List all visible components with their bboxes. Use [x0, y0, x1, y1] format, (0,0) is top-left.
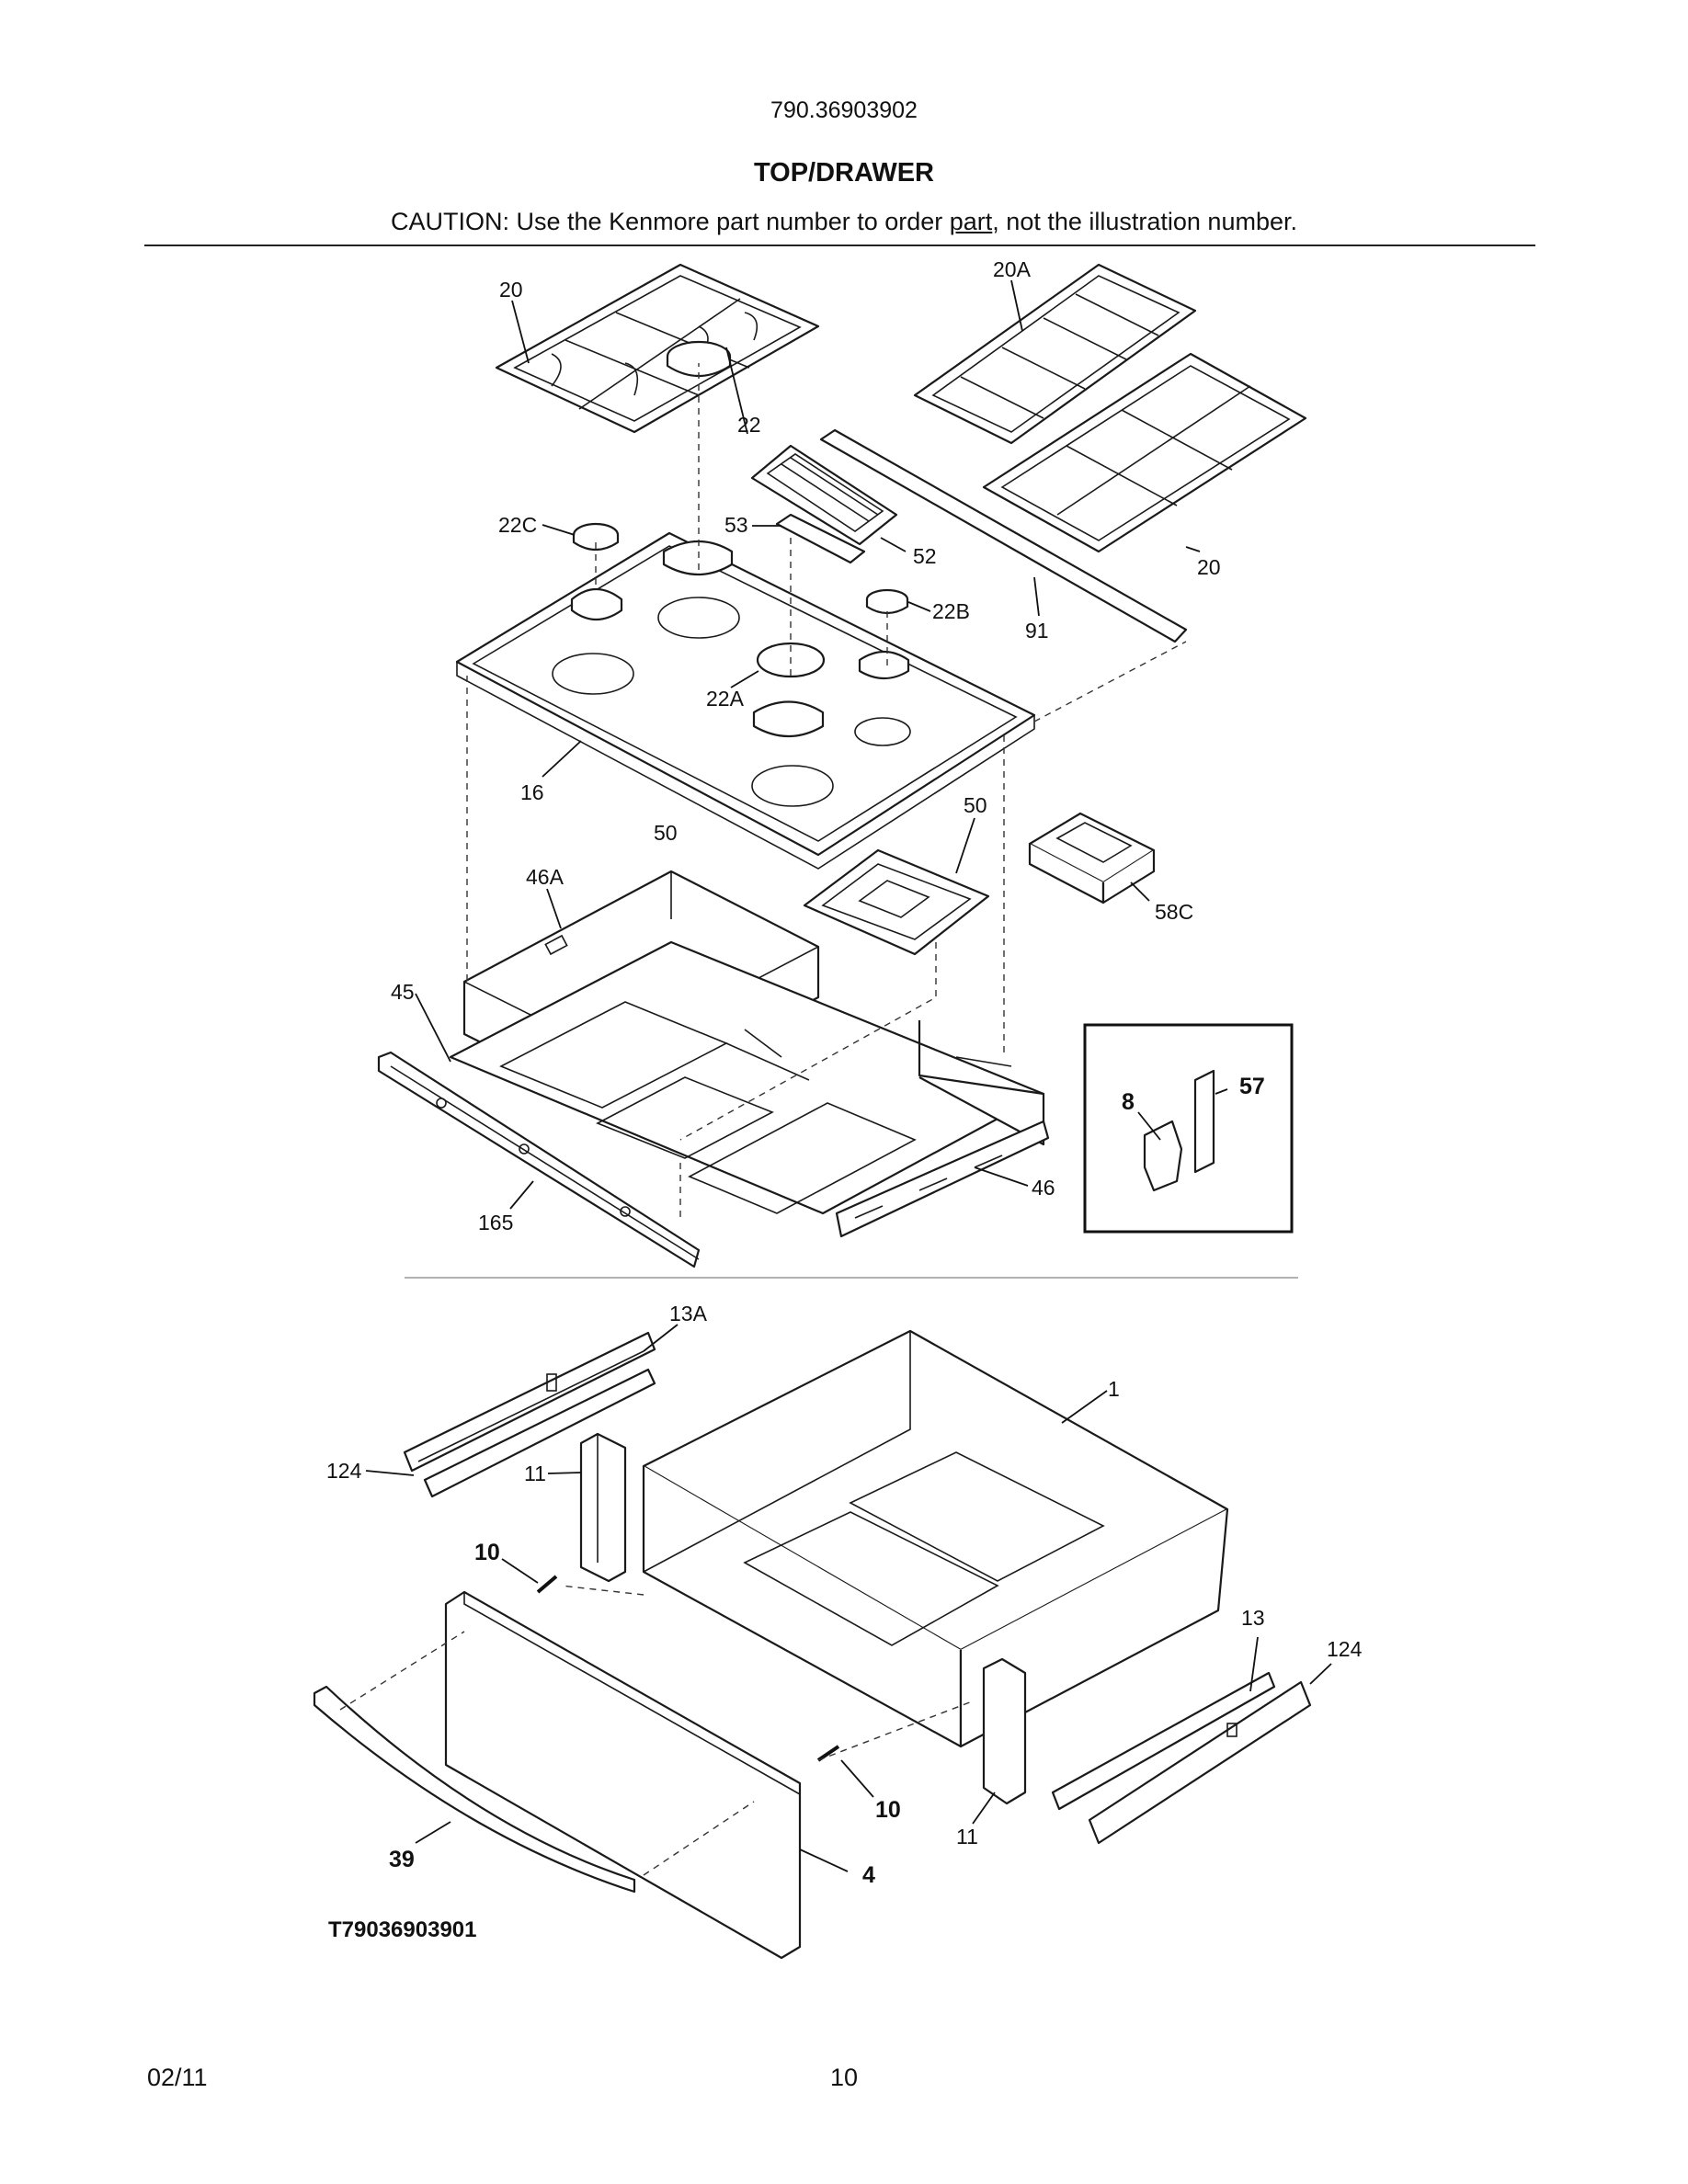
callout-10-right: 10 [875, 1797, 901, 1823]
callout-22B: 22B [932, 599, 970, 623]
callout-22: 22 [737, 413, 761, 437]
screw-10-left [536, 1575, 558, 1594]
cooktop-16 [455, 531, 1036, 870]
callout-10-left: 10 [474, 1540, 500, 1565]
vent-grill-52 [750, 444, 898, 546]
callout-20-left: 20 [499, 278, 523, 301]
caution-part-link[interactable]: part [949, 208, 993, 235]
callout-124-left: 124 [326, 1459, 362, 1483]
callout-13: 13 [1241, 1606, 1265, 1630]
callout-46A: 46A [526, 865, 565, 889]
callout-53: 53 [724, 513, 748, 537]
bracket-11-right [982, 1657, 1027, 1805]
callout-50-left: 50 [654, 821, 678, 845]
grate-left [495, 263, 820, 434]
callout-57: 57 [1239, 1074, 1265, 1099]
grate-right [982, 352, 1307, 553]
callout-11-left: 11 [524, 1462, 546, 1485]
page-title: TOP/DRAWER [753, 158, 935, 188]
screw-10-right [816, 1745, 840, 1762]
caution-suffix: , not the illustration number. [992, 208, 1297, 235]
header-rule [144, 245, 1535, 246]
callout-8: 8 [1122, 1089, 1135, 1115]
callout-1: 1 [1108, 1377, 1120, 1401]
inset-detail-box [1083, 1023, 1294, 1234]
illustration-id: T79036903901 [328, 1917, 476, 1942]
rail-46 [835, 1120, 1050, 1238]
callout-39: 39 [389, 1847, 415, 1872]
caution-note: CAUTION: Use the Kenmore part number to … [0, 208, 1688, 236]
callout-52: 52 [913, 544, 937, 568]
burner-cap-22 [666, 340, 732, 377]
page-number: 10 [829, 2064, 859, 2091]
callout-16: 16 [520, 780, 544, 804]
bracket-11-left [579, 1432, 627, 1583]
grate-20A [913, 263, 1197, 445]
callout-45: 45 [391, 980, 415, 1004]
callout-22A: 22A [706, 687, 745, 711]
caution-prefix: CAUTION: Use the Kenmore part number to … [391, 208, 950, 235]
callout-13A: 13A [669, 1302, 708, 1325]
burner-box-50 [803, 848, 990, 956]
callout-20-right: 20 [1197, 555, 1221, 579]
callout-58C: 58C [1155, 900, 1193, 924]
handle-39 [313, 1685, 636, 1894]
drawer-slide-124-right [1088, 1680, 1312, 1845]
callout-46: 46 [1032, 1176, 1055, 1200]
box-58C [1028, 812, 1156, 904]
callout-4: 4 [862, 1862, 875, 1888]
burner-cap-22B [865, 588, 909, 615]
callout-91: 91 [1025, 619, 1049, 643]
model-number: 790.36903902 [770, 97, 918, 123]
drawer-body-1 [642, 1329, 1229, 1748]
front-rail-165 [377, 1051, 701, 1268]
footer-date: 02/11 [147, 2064, 208, 2091]
callout-11-right: 11 [956, 1825, 978, 1848]
base-45 [449, 940, 1045, 1215]
drawer-front-4 [444, 1590, 802, 1960]
drawer-slide-13 [1051, 1671, 1276, 1811]
vent-trim-53 [775, 513, 866, 564]
callout-20A: 20A [993, 257, 1032, 281]
callout-165: 165 [478, 1211, 513, 1234]
rear-trim-91 [819, 428, 1188, 643]
drawer-slide-13A [403, 1331, 656, 1498]
callout-50-right: 50 [964, 793, 987, 817]
callout-124-right: 124 [1327, 1637, 1363, 1661]
callout-22C: 22C [498, 513, 537, 537]
